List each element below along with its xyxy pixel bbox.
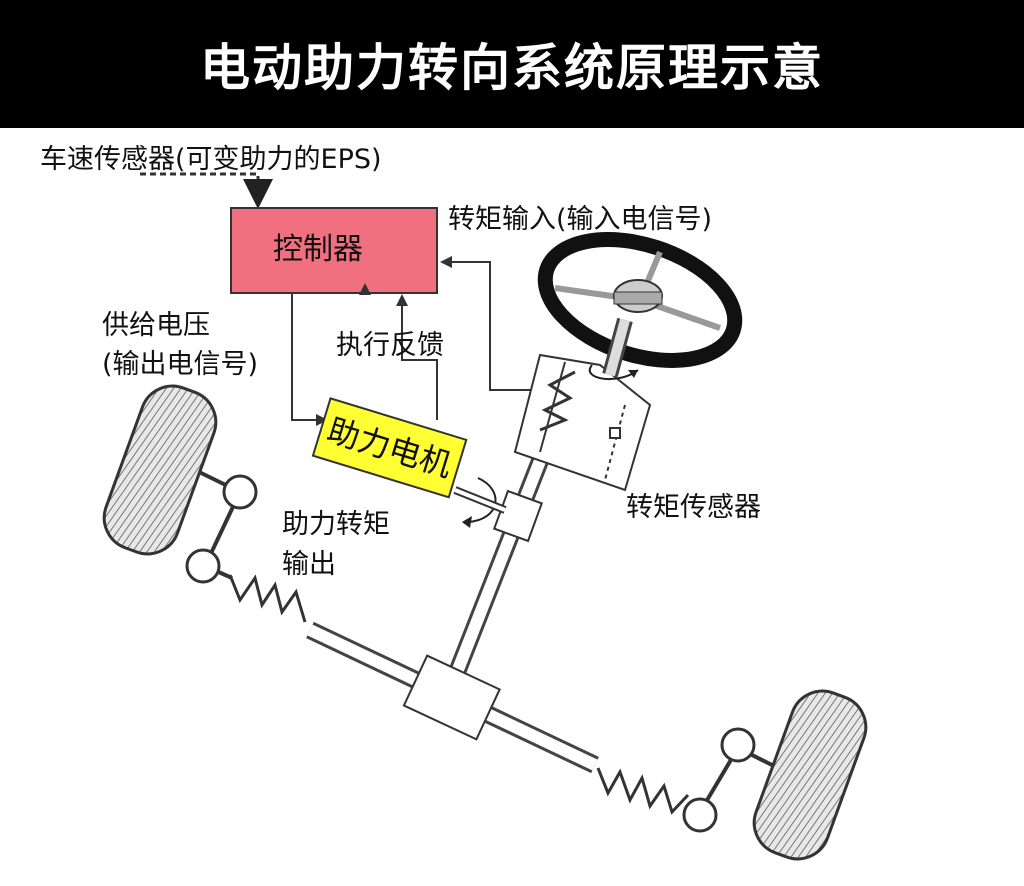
- assist-torque-label-line2: 输出: [282, 549, 336, 580]
- exec-feedback-line: [359, 283, 438, 420]
- left-spring: [228, 574, 307, 623]
- assist-motor-box: 助力电机: [311, 397, 468, 499]
- speed-sensor-label: 车速传感器(可变助力的EPS): [40, 144, 382, 175]
- supply-voltage-label-line2: (输出电信号): [102, 349, 259, 380]
- torque-input-label: 转矩输入(输入电信号): [448, 204, 713, 235]
- steering-wheel: [537, 232, 743, 378]
- diagram-title: 电动助力转向系统原理示意: [200, 39, 824, 97]
- right-linkage: [682, 727, 779, 833]
- controller-label: 控制器: [273, 232, 363, 267]
- torque-sensor-box: [513, 353, 652, 492]
- assist-torque-label-line1: 助力转矩: [282, 509, 390, 540]
- torque-input-line: [440, 256, 540, 391]
- exec-feedback-label: 执行反馈: [336, 330, 444, 361]
- rack-housing: [402, 654, 501, 741]
- right-wheel: [752, 689, 868, 861]
- title-bar: 电动助力转向系统原理示意: [0, 0, 1024, 128]
- supply-voltage-label-line1: 供给电压: [102, 310, 210, 341]
- right-spring: [596, 767, 690, 815]
- controller-box: [230, 207, 438, 294]
- torque-sensor-label: 转矩传感器: [626, 492, 761, 523]
- rotation-arrow-icon: [588, 364, 639, 381]
- left-linkage: [185, 468, 258, 584]
- supply-voltage-line: [291, 293, 328, 426]
- speed-sensor-signal-line: [140, 172, 273, 209]
- left-wheel: [102, 384, 218, 556]
